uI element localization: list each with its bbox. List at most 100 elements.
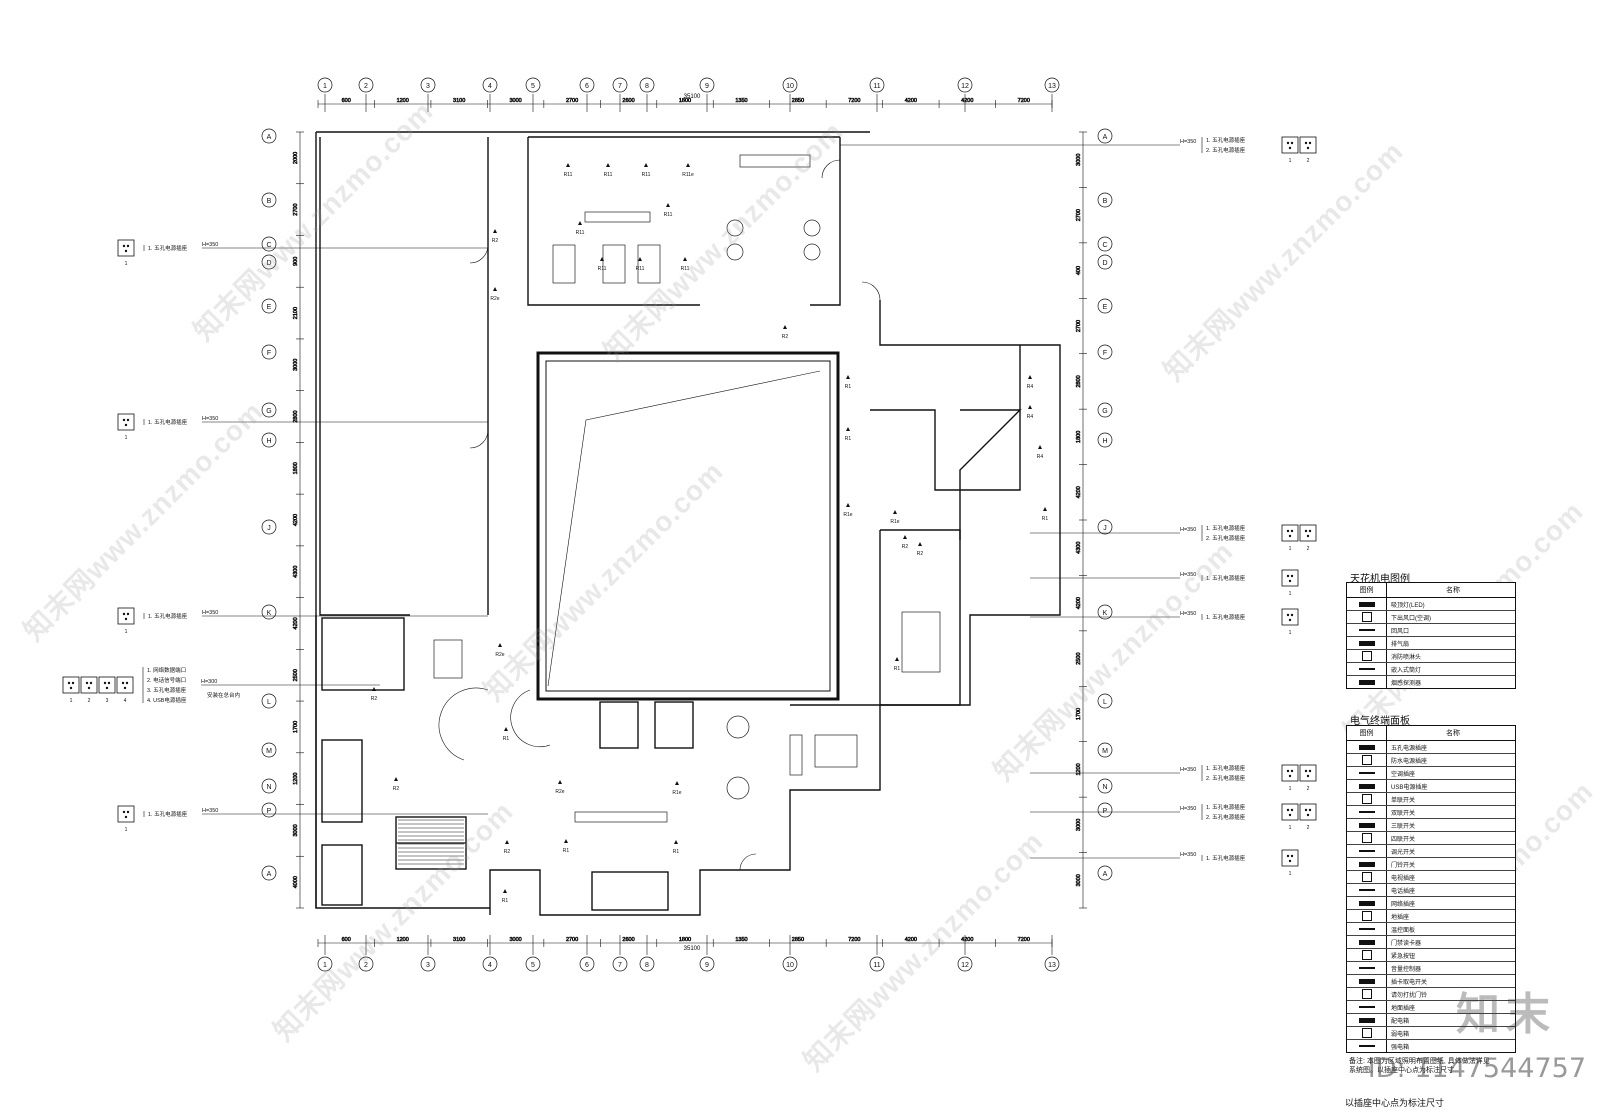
dim-label: 4200 [293, 617, 299, 629]
legend-symbol [1347, 988, 1387, 1000]
grid-bubble-label: J [267, 525, 271, 532]
grid-bubble-label: P [1103, 808, 1108, 815]
grid-bubble-bottom [699, 956, 715, 972]
grid-bubble-top [420, 77, 436, 93]
grid-bubble-label: E [1103, 304, 1108, 311]
room-tag: R11 [598, 266, 607, 272]
dim-label: 1700 [1076, 708, 1082, 720]
socket-hole-icon [126, 612, 130, 616]
callout-text: 1. 五孔电源插座 [1206, 854, 1246, 862]
grid-bubble-label: C [1102, 242, 1107, 249]
socket-hole-icon [1288, 774, 1292, 778]
socket-icon [1281, 803, 1299, 821]
callout-text: 2. 五孔电源插座 [1206, 146, 1246, 154]
socket-icon [117, 413, 135, 431]
legend-row: 下出风口(空调) [1347, 611, 1515, 624]
light-fixture-icon [846, 375, 850, 379]
legend-row: 双联开关 [1347, 806, 1515, 819]
legend-symbol [1347, 845, 1387, 857]
legend-symbol [1347, 676, 1387, 688]
restroom-inner [959, 409, 1022, 540]
socket-hole-icon [71, 681, 75, 685]
dim-label: 600 [342, 937, 351, 943]
legend-name: 配电箱 [1391, 1018, 1410, 1025]
socket-icon [1299, 136, 1317, 154]
legend-symbol [1347, 1014, 1387, 1026]
legend-symbol-icon [1358, 967, 1375, 969]
gym-bench [584, 211, 651, 223]
grid-bubble-label: 11 [873, 83, 880, 90]
grid-bubble-left [261, 254, 277, 270]
grid-bubble-label: N [1102, 784, 1107, 791]
grid-bubble-label: E [267, 304, 272, 311]
grid-bubble-right [1097, 192, 1113, 208]
dim-label: 2850 [792, 98, 804, 104]
legend-symbol-icon [1361, 1028, 1372, 1038]
light-fixture-icon [846, 427, 850, 431]
grid-bubble-label: H [266, 438, 271, 445]
wc-west-2 [321, 739, 363, 823]
grid-bubble-label: 10 [786, 83, 794, 90]
socket-hole-icon [1286, 574, 1290, 578]
grid-bubble-label: 13 [1048, 83, 1056, 90]
socket-hole-icon [1308, 529, 1312, 533]
legend-row: 单联开关 [1347, 793, 1515, 806]
grid-total-top: 35100 [684, 94, 701, 100]
socket-hole-icon [1290, 141, 1294, 145]
room-tag: R2 [902, 544, 909, 550]
legend-row: 门铃开关 [1347, 858, 1515, 871]
legend-row: 弱电箱 [1347, 1027, 1515, 1040]
lounge-table [726, 776, 750, 800]
dim-label: 2500 [293, 669, 299, 681]
light-fixture-icon [686, 163, 690, 167]
socket-hole-icon [1304, 141, 1308, 145]
legend-symbol-icon [1358, 889, 1375, 891]
dim-label: 1800 [1076, 431, 1082, 443]
legend-name: 四联开关 [1391, 836, 1416, 843]
legend-name: 门铃开关 [1391, 862, 1416, 869]
legend-symbol-icon [1361, 612, 1372, 622]
grid-bubble-bottom [358, 956, 374, 972]
grid-bubble-left [261, 693, 277, 709]
grid-bubble-label: J [1103, 525, 1107, 532]
dim-label: 3000 [293, 824, 299, 836]
legend-symbol [1347, 754, 1387, 766]
dim-label: 1800 [679, 98, 691, 104]
socket-icon [117, 607, 135, 625]
grid-bubble-top [782, 77, 798, 93]
room-tag: R11 [636, 266, 645, 272]
legend-name: 五孔电源插座 [1391, 745, 1428, 752]
grid-bubble-top [358, 77, 374, 93]
grid-bubble-top [699, 77, 715, 93]
legend-name: 三联开关 [1391, 823, 1416, 830]
grid-bubble-label: 6 [585, 962, 589, 969]
gym-counter [739, 154, 811, 168]
room-tag: R2 [371, 696, 378, 702]
grid-bubble-top [957, 77, 973, 93]
socket-icon [116, 676, 134, 694]
dim-label: 3000 [1076, 154, 1082, 166]
light-fixture-icon [666, 203, 670, 207]
legend-row: 嵌入式筒灯 [1347, 663, 1515, 676]
grid-bubble-bottom [420, 956, 436, 972]
legend-name: 弱电箱 [1391, 1031, 1410, 1038]
light-fixture-icon [846, 503, 850, 507]
socket-hole-icon [1286, 613, 1290, 617]
grid-bubble-bottom [869, 956, 885, 972]
callout-text: 2. 电话信号端口 [147, 676, 186, 684]
legend-symbol-icon [1358, 744, 1375, 750]
table [726, 219, 744, 237]
legend-symbol-icon [1358, 928, 1375, 930]
legend-name: USB电源插座 [1391, 784, 1428, 791]
legend-ceiling-header: 图例 名称 [1347, 583, 1515, 598]
socket-hole-icon [1290, 613, 1294, 617]
grid-bubble-label: 12 [961, 83, 969, 90]
room-tag: R11 [604, 172, 613, 178]
treadmill [637, 244, 661, 284]
light-fixture-icon [493, 229, 497, 233]
socket-icon [98, 676, 116, 694]
